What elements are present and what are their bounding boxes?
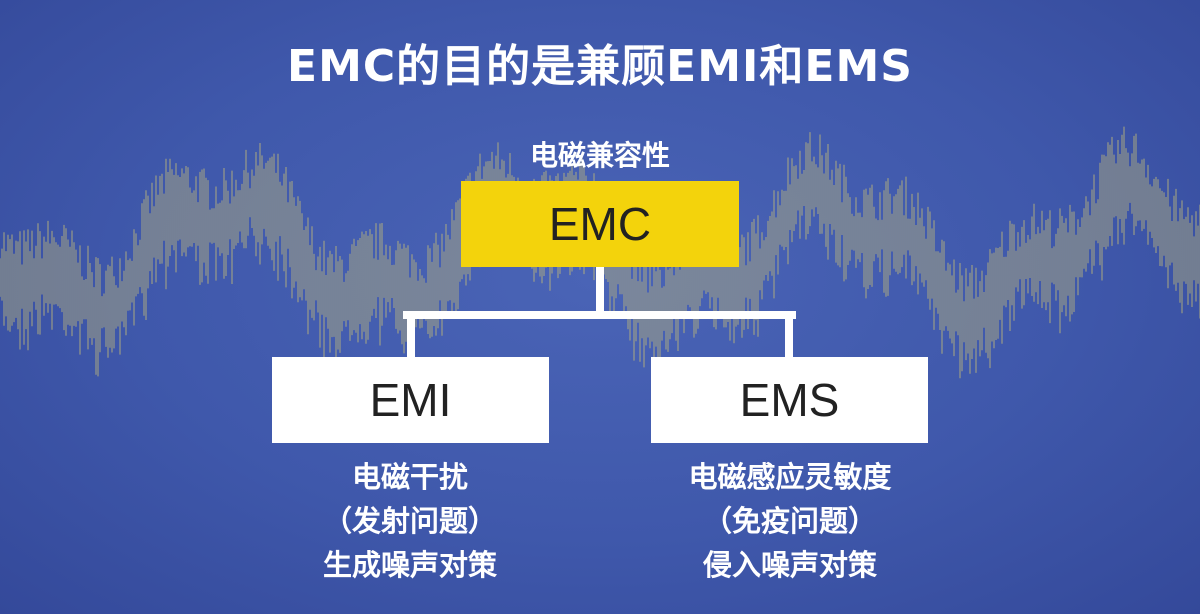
emi-line-2: （发射问题） bbox=[322, 504, 497, 538]
emi-description: 电磁干扰 （发射问题） 生成噪声对策 bbox=[230, 455, 590, 587]
emi-line-3: 生成噪声对策 bbox=[322, 548, 497, 582]
ems-box: EMS bbox=[651, 357, 928, 443]
ems-line-1: 电磁感应灵敏度 bbox=[688, 460, 892, 494]
emc-box: EMC bbox=[461, 181, 739, 267]
ems-description: 电磁感应灵敏度 （免疫问题） 侵入噪声对策 bbox=[610, 455, 970, 587]
ems-line-3: 侵入噪声对策 bbox=[702, 548, 877, 582]
emi-box: EMI bbox=[272, 357, 549, 443]
diagram-title: EMC的目的是兼顾EMI和EMS bbox=[287, 41, 913, 92]
ems-line-2: （免疫问题） bbox=[702, 504, 877, 538]
emi-line-1: 电磁干扰 bbox=[351, 460, 468, 494]
emc-caption: 电磁兼容性 bbox=[529, 139, 670, 172]
